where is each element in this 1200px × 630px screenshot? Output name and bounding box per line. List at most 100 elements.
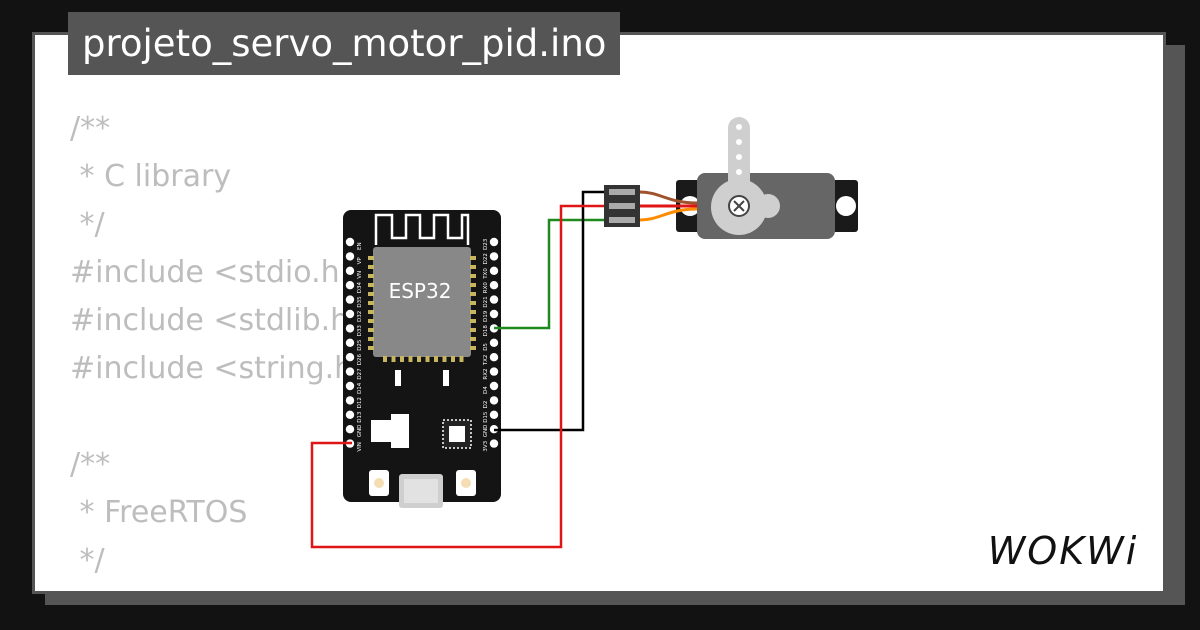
chip-pad bbox=[368, 319, 374, 323]
pin-label: D25 bbox=[357, 339, 363, 351]
chip-pad bbox=[470, 265, 476, 269]
pin-label: RX0 bbox=[483, 282, 489, 294]
pin-label: D35 bbox=[357, 296, 363, 308]
chip-pad bbox=[451, 356, 455, 362]
pin-hole[interactable] bbox=[489, 309, 499, 319]
voltage-regulator bbox=[371, 414, 409, 448]
chip-pad bbox=[400, 356, 404, 362]
chip-pad bbox=[470, 256, 476, 260]
project-filename: projeto_servo_motor_pid.ino bbox=[68, 12, 621, 75]
pin-label: D13 bbox=[357, 411, 363, 423]
pin-label: VIN bbox=[357, 442, 363, 452]
pin-label: D32 bbox=[357, 311, 363, 322]
pin-label: D14 bbox=[357, 382, 363, 394]
pin-label: D22 bbox=[483, 253, 489, 264]
pin-hole[interactable] bbox=[489, 353, 499, 362]
pin-hole[interactable] bbox=[345, 295, 355, 304]
pin-label: D4 bbox=[483, 386, 489, 394]
pin-hole[interactable] bbox=[345, 381, 355, 391]
reset-button bbox=[456, 470, 476, 496]
signal-wire bbox=[494, 218, 604, 330]
code-line: * FreeRTOS bbox=[70, 495, 248, 530]
code-line: /** bbox=[70, 447, 111, 482]
chip-pad bbox=[425, 356, 430, 362]
chip-pad bbox=[434, 356, 438, 362]
pin-hole[interactable] bbox=[345, 396, 355, 405]
antenna-trace bbox=[374, 213, 470, 245]
pin-hole[interactable] bbox=[489, 237, 499, 247]
pin-label: EN bbox=[357, 242, 363, 250]
pin-label: D2 bbox=[483, 401, 489, 409]
pin-label: D34 bbox=[357, 281, 363, 293]
pin-label: VN bbox=[357, 271, 363, 279]
servo-lead-orange bbox=[639, 207, 698, 222]
chip-pad bbox=[391, 356, 396, 362]
chip-pad bbox=[470, 292, 476, 296]
pin-hole[interactable] bbox=[345, 353, 355, 362]
pin-label: D27 bbox=[357, 368, 363, 380]
pin-hole[interactable] bbox=[489, 410, 499, 419]
code-line: */ bbox=[70, 543, 105, 578]
pin-hole[interactable] bbox=[489, 295, 499, 304]
pin-hole[interactable] bbox=[345, 367, 355, 376]
chip-pad bbox=[368, 310, 374, 314]
code-line: #include <stdlib.h> bbox=[70, 303, 375, 338]
pin-label: D19 bbox=[483, 310, 489, 322]
chip-module bbox=[373, 247, 471, 357]
pin-hole[interactable] bbox=[345, 425, 355, 434]
chip-pad bbox=[459, 356, 464, 362]
pin-label: D5 bbox=[483, 343, 489, 351]
pin-label: D18 bbox=[483, 325, 489, 337]
servo-motor[interactable] bbox=[676, 117, 858, 239]
chip-pad bbox=[368, 328, 374, 332]
pin-hole[interactable] bbox=[345, 309, 355, 319]
pin-hole[interactable] bbox=[345, 281, 355, 290]
pin-label: TX2 bbox=[483, 355, 489, 367]
led-right bbox=[443, 370, 449, 386]
pin-hole[interactable] bbox=[489, 266, 499, 275]
pin-label: VP bbox=[357, 257, 363, 265]
chip-pad bbox=[368, 283, 374, 287]
pin-hole[interactable] bbox=[345, 252, 355, 261]
chip-pad bbox=[442, 356, 447, 362]
chip-pad bbox=[383, 356, 387, 362]
chip-pad bbox=[368, 274, 374, 278]
preview-card: /** * C library */#include <stdio.h>#inc… bbox=[32, 32, 1166, 594]
servo-lead-brown bbox=[639, 190, 698, 205]
chip-pad bbox=[368, 256, 374, 260]
chip-pad bbox=[368, 265, 374, 269]
pin-hole[interactable] bbox=[489, 281, 499, 290]
pin-hole[interactable] bbox=[489, 381, 499, 391]
pin-hole[interactable] bbox=[345, 237, 355, 247]
usb-uart-chip bbox=[442, 419, 472, 449]
boot-button bbox=[369, 470, 389, 496]
pin-label: GND bbox=[357, 425, 363, 438]
code-preview: /** * C library */#include <stdio.h>#inc… bbox=[70, 105, 540, 591]
pin-label: D12 bbox=[357, 397, 363, 408]
pin-hole[interactable] bbox=[345, 324, 355, 333]
chip-pad bbox=[368, 292, 374, 296]
chip-pad bbox=[470, 310, 476, 314]
pin-label: 3V3 bbox=[483, 440, 489, 451]
pin-hole[interactable] bbox=[345, 266, 355, 275]
chip-pad bbox=[470, 283, 476, 287]
chip-pad bbox=[470, 346, 476, 350]
pin-hole[interactable] bbox=[489, 396, 499, 405]
pin-hole[interactable] bbox=[345, 410, 355, 419]
pin-hole[interactable] bbox=[489, 338, 499, 347]
pin-label: D23 bbox=[483, 238, 489, 250]
chip-pad bbox=[368, 301, 374, 305]
pin-hole[interactable] bbox=[489, 439, 499, 448]
led-left bbox=[395, 370, 401, 386]
chip-pad bbox=[408, 356, 413, 362]
pin-hole[interactable] bbox=[345, 338, 355, 347]
pin-hole[interactable] bbox=[489, 367, 499, 376]
pin-label: RX2 bbox=[483, 369, 489, 380]
code-line: * C library bbox=[70, 159, 232, 194]
pin-label: D33 bbox=[357, 325, 363, 337]
pin-hole[interactable] bbox=[489, 252, 499, 261]
ground-wire bbox=[494, 190, 604, 432]
pin-label: TX0 bbox=[483, 268, 489, 280]
